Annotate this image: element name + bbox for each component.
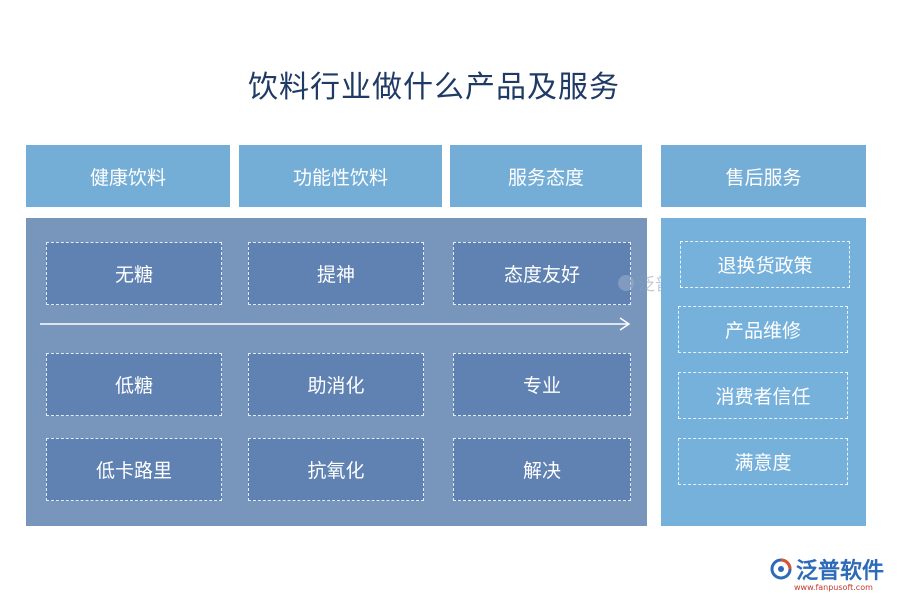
logo-name: 泛普软件 — [796, 559, 885, 584]
header-service-attitude: 服务态度 — [450, 145, 642, 207]
header-healthy-drinks: 健康饮料 — [26, 145, 230, 207]
cell-sugar-free: 无糖 — [46, 242, 222, 305]
cell-resolve: 解决 — [453, 438, 631, 501]
after-sales-consumer-trust: 消费者信任 — [678, 372, 848, 419]
logo-url: www.fanpusoft.com — [794, 583, 873, 592]
cell-antioxidant: 抗氧化 — [248, 438, 424, 501]
cell-refreshing: 提神 — [248, 242, 424, 305]
after-sales-repair: 产品维修 — [678, 306, 848, 353]
cell-digestion: 助消化 — [248, 353, 424, 416]
right-arrow-icon — [40, 317, 631, 331]
page-title: 饮料行业做什么产品及服务 — [248, 70, 620, 105]
after-sales-satisfaction: 满意度 — [678, 438, 848, 485]
header-after-sales: 售后服务 — [661, 145, 866, 207]
watermark-logo-icon — [618, 274, 634, 291]
after-sales-return-policy: 退换货政策 — [680, 241, 850, 288]
brand-logo: 泛普软件 www.fanpusoft.com — [770, 553, 884, 592]
cell-low-sugar: 低糖 — [46, 353, 222, 416]
header-functional-drinks: 功能性饮料 — [239, 145, 442, 207]
cell-friendly-attitude: 态度友好 — [453, 242, 631, 305]
fanpu-logo-icon — [770, 558, 792, 580]
cell-low-calorie: 低卡路里 — [46, 438, 222, 501]
cell-professional: 专业 — [453, 353, 631, 416]
